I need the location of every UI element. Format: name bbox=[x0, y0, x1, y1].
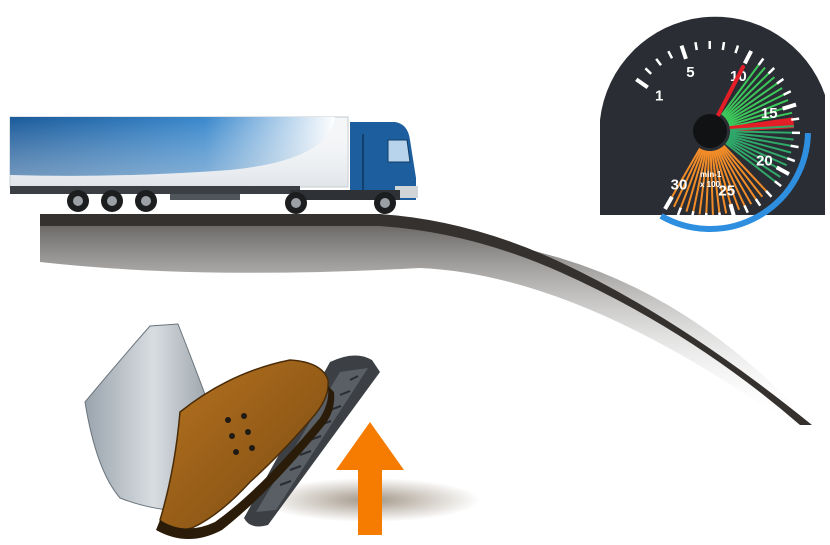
cab-window bbox=[388, 140, 410, 162]
tachometer-tick bbox=[791, 146, 799, 147]
tachometer-tick bbox=[723, 42, 724, 50]
tachometer-tick bbox=[692, 211, 694, 219]
trailer-chassis bbox=[10, 186, 300, 194]
tachometer-tick bbox=[719, 212, 720, 220]
tachometer-label: 30 bbox=[671, 177, 688, 194]
tachometer-hub bbox=[693, 114, 727, 148]
truck bbox=[10, 117, 418, 214]
tachometer-unit-line2: x 100 bbox=[700, 180, 721, 189]
trailer-wheels bbox=[67, 190, 157, 212]
tachometer-tick bbox=[791, 119, 799, 120]
tachometer-zone-light-green bbox=[730, 131, 794, 132]
cab-door-line bbox=[362, 134, 364, 190]
tachometer-label: 15 bbox=[761, 105, 778, 122]
foot-on-pedal bbox=[85, 324, 480, 539]
tachometer-tick bbox=[695, 42, 696, 50]
tachometer-unit-line1: min-1 bbox=[700, 170, 722, 179]
tachometer-label: 5 bbox=[686, 64, 694, 81]
tachometer: 151015202530 min-1 x 100 bbox=[600, 17, 825, 229]
tachometer-label: 25 bbox=[718, 183, 735, 200]
tachometer-label: 1 bbox=[655, 87, 663, 104]
tachometer-label: 20 bbox=[756, 153, 773, 170]
